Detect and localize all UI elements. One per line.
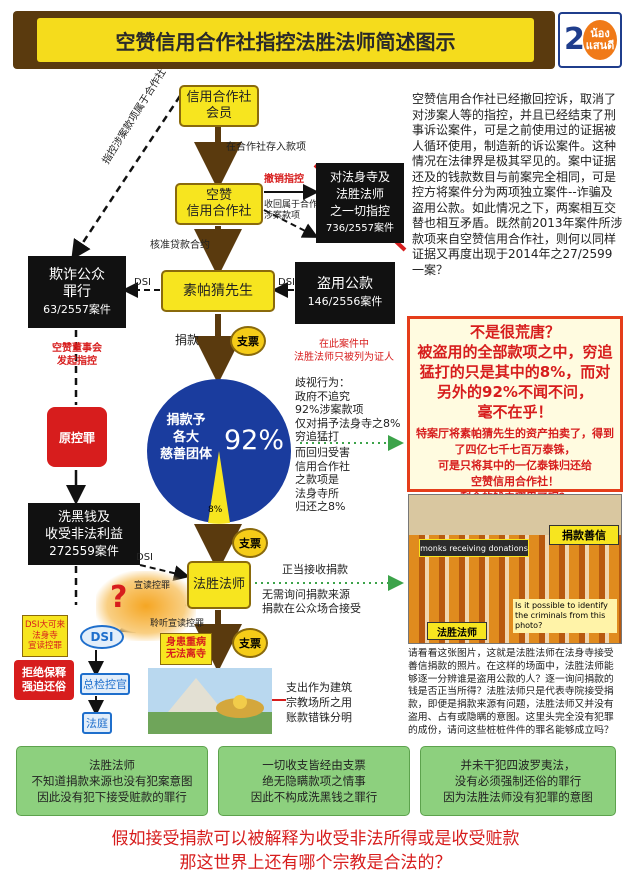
label-donors: 捐款善信	[549, 525, 619, 545]
original-charge-node: 原控罪	[47, 407, 107, 467]
withdraw-charge-label: 撤销指控	[264, 174, 304, 185]
deposit-label: 在合作社存入款项	[226, 142, 306, 153]
temple-charges-node: 对法身寺及 法胜法师 之一切指控 736/2557案件	[316, 163, 404, 243]
donation-photo: 捐款善信 monks receiving donations Is it pos…	[408, 494, 622, 644]
label-monks-receiving: monks receiving donations	[419, 539, 529, 557]
dsi-left-label: DSI	[134, 277, 151, 288]
brand-logo: น้อง แสนดี	[583, 20, 617, 60]
prosecutor-node: 总检控官	[80, 673, 130, 695]
cheque-stamp-2: 支票	[232, 528, 268, 558]
discrimination-note: 歧视行为： 政府不追究 92%涉案款项 仅对捐予法身寺之8% 穷追猛打	[295, 376, 401, 443]
cheque-stamp: 支票	[230, 326, 266, 356]
page-number-badge: 2 น้อง แสนดี	[558, 12, 622, 68]
reclaim-label: 收回属于合作社 涉案款项	[264, 200, 328, 221]
explanation-text: 空赞信用合作社已经撤回控诉，取消了对涉案人等的指控，并且已经结束了刑事诉讼案件，…	[412, 92, 623, 277]
pie-label-charity: 捐款予 各大 慈善团体	[159, 413, 212, 462]
support-note: 支出作为建筑 宗教场所之用 账款错铢分明	[286, 681, 352, 724]
page-number: 2	[564, 22, 585, 57]
temple-illustration	[148, 668, 272, 734]
money-laundering-node: 洗黑钱及 收受非法利益 272559案件	[28, 503, 140, 565]
sick-note: 身患重病 无法离寺	[160, 633, 212, 665]
donation-pie-chart	[147, 379, 291, 524]
credit-union-node: 空赞 信用合作社	[175, 183, 263, 225]
cheque-stamp-3: 支票	[232, 628, 268, 658]
fraud-node: 欺诈公众 罪行 63/2557案件	[28, 256, 126, 328]
read-charge-label: 宣读控罪	[134, 581, 171, 591]
dsi-arrest-note: DSI大可来 法身寺 宣读控罪	[22, 615, 68, 657]
refuse-bail-node: 拒绝保释 强迫还俗	[14, 660, 74, 700]
title-banner: 空赞信用合作社指控法胜法师简述图示	[13, 11, 555, 69]
page-title: 空赞信用合作社指控法胜法师简述图示	[37, 18, 534, 62]
loan-contract-label: 核准贷款合约	[150, 240, 210, 251]
accept-donation-label: 正当接收捐款	[282, 563, 348, 576]
monk-node: 法胜法师	[187, 561, 251, 609]
dsi-right-label: DSI	[278, 277, 295, 288]
question-mark: ?	[110, 580, 128, 615]
footer-question: 假如接受捐款可以被解释为收受非法所得或是收受赃款 那这世界上还有哪个宗教是合法的…	[111, 829, 520, 873]
witness-note: 在此案件中 法胜法师只被列为证人	[294, 339, 394, 363]
conclusion-box-3: 并未干犯四波罗夷法， 没有必须强制还俗的罪行 因为法胜法师没有犯罪的意图	[420, 746, 616, 816]
absurd-callout: 不是很荒唐？ 被盗用的全部款项之中，穷追猛打的只是其中的8%，而对另外的92%不…	[407, 316, 623, 504]
return-note: 而回归受害 信用合作社 之款项是 法身寺所 归还之8%	[295, 446, 350, 513]
dsi-oval: DSI	[80, 625, 124, 649]
label-monk: 法胜法师	[427, 622, 487, 640]
callout-title: 不是很荒唐？ 被盗用的全部款项之中，穷追猛打的只是其中的8%，而对另外的92%不…	[417, 323, 613, 421]
conclusion-box-1: 法胜法师 不知道捐款来源也没有犯案意图 因此没有犯下接受赃款的罪行	[16, 746, 208, 816]
court-node: 法庭	[82, 712, 112, 734]
listen-read-label: 聆听宣读控罪	[150, 619, 205, 629]
source-note: 无需询问捐款来源 捐款在公众场合接受	[262, 588, 361, 615]
conclusion-box-2: 一切收支皆经由支票 绝无隐瞒款项之情事 因此不构成洗黑钱之罪行	[218, 746, 410, 816]
pie-slice-temple	[208, 451, 230, 524]
board-note: 空赞董事会 发起指控	[52, 343, 102, 367]
suporn-node: 素帕猜先生	[161, 270, 275, 312]
embezzle-node: 盗用公款 146/2556案件	[295, 262, 395, 324]
photo-caption: 请看看这张图片，这就是法胜法师在法身寺接受善信捐款的照片。在这样的场面中，法胜法…	[408, 648, 614, 736]
pie-label-92: 92%	[224, 425, 285, 456]
dsi-mid-label: DSI	[136, 552, 153, 563]
donation-label: 捐款	[175, 333, 200, 347]
label-identify-question: Is it possible to identify the criminals…	[513, 599, 617, 633]
credit-union-members-node: 信用合作社 会员	[179, 85, 259, 127]
pie-label-8: 8%	[208, 505, 223, 515]
